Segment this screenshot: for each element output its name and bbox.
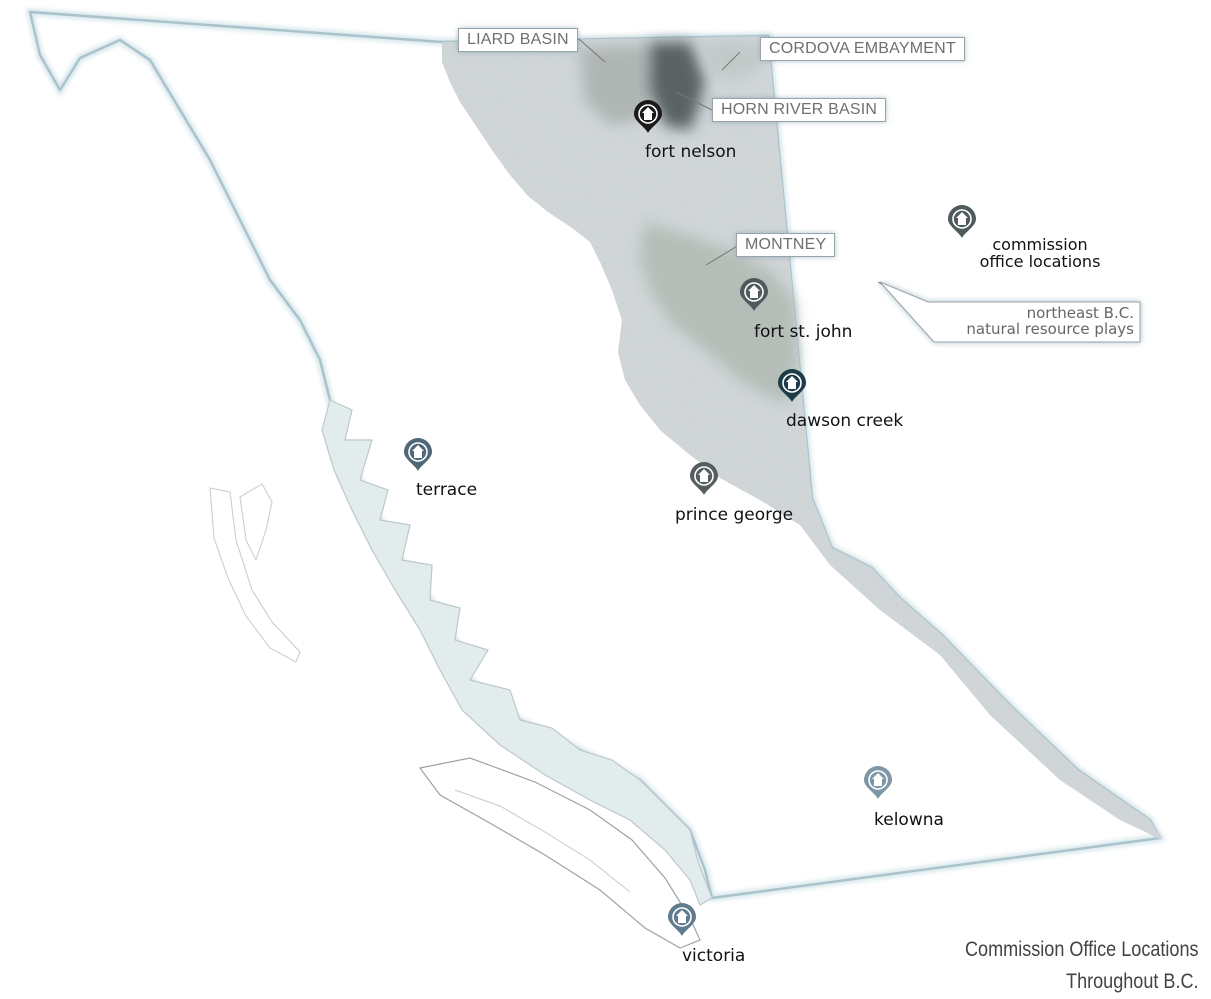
house-icon	[956, 212, 968, 225]
liard-basin-label: LIARD BASIN	[458, 28, 578, 52]
house-icon	[786, 376, 798, 389]
map-caption: Commission Office Locations Throughout B…	[965, 934, 1199, 998]
house-icon	[872, 773, 884, 786]
prince-george-pin	[690, 462, 718, 495]
house-icon	[412, 445, 424, 458]
legend-resource-line2: natural resource plays	[966, 320, 1134, 338]
victoria-pin	[668, 903, 696, 936]
resource-basins	[580, 42, 798, 402]
kelowna-pin	[864, 766, 892, 799]
fort-nelson-pin	[634, 100, 662, 133]
city-label-kelowna: kelowna	[874, 810, 944, 830]
vancouver-island	[418, 757, 701, 949]
house-icon	[676, 910, 688, 923]
legend-resource-plays: northeast B.C. natural resource plays	[930, 305, 1134, 337]
house-icon	[642, 107, 654, 120]
fort-st-john-pin	[740, 278, 768, 311]
house-icon	[748, 285, 760, 298]
legend-office-pin	[948, 205, 976, 238]
legend-office-line1: commission	[992, 235, 1088, 254]
city-label-fort-nelson: fort nelson	[645, 142, 737, 162]
caption-line1: Commission Office Locations	[965, 938, 1199, 961]
terrace-pin	[404, 438, 432, 471]
legend-office-locations: commission office locations	[970, 236, 1110, 270]
city-label-fort-st-john: fort st. john	[754, 322, 853, 342]
coastal-strip	[321, 399, 713, 906]
caption-line2: Throughout B.C.	[1066, 970, 1199, 993]
resource-legend-box	[879, 281, 1141, 343]
legend-resource-line1: northeast B.C.	[1026, 304, 1134, 322]
haida-gwaii	[209, 487, 301, 663]
cordova-embayment-label: CORDOVA EMBAYMENT	[760, 37, 965, 61]
montney-label: MONTNEY	[736, 233, 836, 257]
city-label-prince-george: prince george	[675, 505, 794, 525]
montney-area	[640, 222, 798, 402]
city-label-victoria: victoria	[682, 946, 746, 966]
city-label-dawson-creek: dawson creek	[786, 411, 904, 431]
liard-basin-area	[580, 45, 656, 125]
horn-river-basin-area	[650, 42, 705, 130]
legend-office-line2: office locations	[979, 252, 1101, 271]
office-pins	[404, 100, 976, 936]
house-icon	[698, 469, 710, 482]
dawson-creek-pin	[778, 369, 806, 402]
city-label-terrace: terrace	[416, 480, 478, 500]
horn-river-basin-label: HORN RIVER BASIN	[712, 98, 887, 122]
